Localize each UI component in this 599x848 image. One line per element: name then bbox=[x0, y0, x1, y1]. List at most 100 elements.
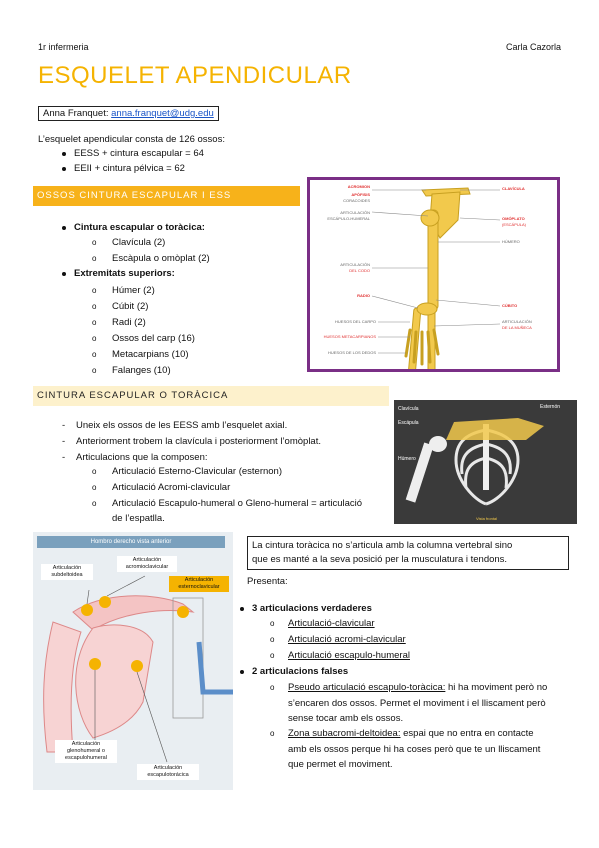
arm-label: HUESOS DE LOS DEDOS bbox=[327, 350, 376, 355]
true-articulation-item: Articulació escapulo-humeral bbox=[288, 650, 410, 661]
shoulder-label-scapulothoracic: Articulación escapulotorácica bbox=[137, 764, 199, 780]
label-line: escapulohumeral bbox=[65, 755, 107, 761]
list-item: Húmer (2) bbox=[112, 285, 155, 296]
circle-bullet-icon: o bbox=[92, 334, 97, 343]
arm-label-radio: RADIO bbox=[357, 293, 370, 298]
circle-bullet-icon: o bbox=[92, 254, 97, 263]
thorax-label: Húmero bbox=[398, 456, 416, 462]
arm-label: DEL CODO bbox=[349, 268, 370, 273]
false-item-text: hi ha moviment però no bbox=[445, 682, 548, 693]
list-item: Clavícula (2) bbox=[112, 237, 166, 248]
arm-label: (ESCÁPULA) bbox=[502, 222, 527, 227]
dash-item: Articulacions que la composen: bbox=[76, 452, 208, 463]
shoulder-figure: Hombro derecho vista anterior Articulaci… bbox=[33, 532, 233, 790]
label-line: Articulación bbox=[153, 765, 183, 771]
label-line: glenohumeral o bbox=[67, 748, 105, 754]
label-line: Articulación bbox=[132, 557, 162, 563]
false-articulations-heading: 2 articulacions falses bbox=[252, 666, 349, 677]
intro-text: L’esquelet apendicular consta de 126 oss… bbox=[38, 134, 225, 145]
dash-item: Anteriorment trobem la clavícula i poste… bbox=[76, 436, 321, 447]
circle-bullet-icon: o bbox=[92, 302, 97, 311]
label-line: escapulotorácica bbox=[147, 772, 189, 778]
circle-bullet-icon: o bbox=[92, 483, 97, 492]
false-item-text-line: que permet el moviment. bbox=[288, 759, 393, 770]
arm-label: ARTICULACIÓN bbox=[502, 319, 532, 324]
list-item: Falanges (10) bbox=[112, 365, 171, 376]
arm-label: HUESOS DEL CARPO bbox=[335, 319, 376, 324]
bullet-icon bbox=[62, 226, 66, 230]
dash-icon: - bbox=[62, 452, 66, 463]
thorax-label: Clavícula bbox=[398, 406, 419, 412]
label-line: Articulación bbox=[184, 577, 214, 583]
arm-label: ARTICULACIÓN bbox=[340, 262, 370, 267]
circle-bullet-icon: o bbox=[92, 467, 97, 476]
arm-skeleton-illustration bbox=[371, 187, 501, 369]
author-email-link[interactable]: anna.franquet@udg.edu bbox=[111, 108, 214, 119]
arm-label: CORACOIDES bbox=[343, 198, 370, 203]
circle-bullet-icon: o bbox=[92, 350, 97, 359]
circle-bullet-icon: o bbox=[92, 499, 97, 508]
list-item: Cúbit (2) bbox=[112, 301, 149, 312]
articulation-item: Articulació Acromi-clavicular bbox=[112, 482, 231, 493]
header-course: 1r infermeria bbox=[38, 42, 89, 52]
thorax-figure: Clavícula Escápula Esternón Húmero Vista… bbox=[394, 400, 577, 524]
presenta-label: Presenta: bbox=[247, 576, 288, 587]
false-item-title: Zona subacromi-deltoidea: bbox=[288, 728, 401, 739]
thorax-label: Esternón bbox=[540, 404, 561, 410]
dash-icon: - bbox=[62, 436, 66, 447]
true-articulation-item: Articulació acromi-clavicular bbox=[288, 634, 406, 645]
true-articulations-heading: 3 articulacions verdaderes bbox=[252, 603, 372, 614]
group-label: Extremitats superiors: bbox=[74, 268, 175, 279]
circle-bullet-icon: o bbox=[270, 729, 275, 738]
articulation-item: Articulació Escapulo-humeral o Gleno-hum… bbox=[112, 498, 363, 509]
false-item-text-line: s’encaren dos ossos. Permet el moviment … bbox=[288, 698, 546, 709]
author-box: Anna Franquet: anna.franquet@udg.edu bbox=[38, 106, 219, 121]
list-item: Ossos del carp (16) bbox=[112, 333, 195, 344]
ribcage-illustration bbox=[405, 418, 544, 506]
circle-bullet-icon: o bbox=[270, 651, 275, 660]
intro-item: EEII + cintura pélvica = 62 bbox=[74, 163, 185, 174]
arm-label: ESCÁPULO-HUMERAL bbox=[327, 216, 370, 221]
false-item-text-line: amb els ossos perque hi ha coses però qu… bbox=[288, 744, 541, 755]
shoulder-bones-illustration bbox=[43, 575, 233, 763]
arm-label-clavicula: CLAVÍCULA bbox=[502, 186, 525, 191]
bullet-icon bbox=[240, 607, 244, 611]
circle-bullet-icon: o bbox=[270, 619, 275, 628]
note-box: La cintura toràcica no s’articula amb la… bbox=[247, 536, 569, 570]
list-item: Escàpula o omòplat (2) bbox=[112, 253, 210, 264]
dash-icon: - bbox=[62, 420, 66, 431]
shoulder-figure-title: Hombro derecho vista anterior bbox=[37, 536, 225, 548]
arm-label: APÓFISIS bbox=[351, 192, 370, 197]
false-articulation-item: Zona subacromi-deltoidea: espai que no e… bbox=[288, 728, 534, 739]
note-line: La cintura toràcica no s’articula amb la… bbox=[252, 540, 513, 551]
author-name: Anna Franquet: bbox=[43, 108, 112, 119]
arm-label: DE LA MUÑECA bbox=[502, 325, 532, 330]
label-line: Articulación bbox=[52, 565, 82, 571]
arm-skeleton-figure: ACROMION APÓFISIS CORACOIDES ARTICULACIÓ… bbox=[307, 177, 560, 372]
section-heading-bones: OSSOS CINTURA ESCAPULAR I ESS bbox=[33, 186, 300, 206]
bullet-icon bbox=[62, 272, 66, 276]
shoulder-label-glenohumeral: Articulación glenohumeral o escapulohume… bbox=[55, 740, 117, 763]
arm-label: HUESOS METACARPIANOS bbox=[323, 334, 376, 339]
false-articulation-item: Pseudo articulació escapulo-toràcica: hi… bbox=[288, 682, 547, 693]
note-line: que es manté a la seva posició per la mu… bbox=[252, 554, 508, 565]
shoulder-label-subdeltoid: Articulación subdeltoidea bbox=[41, 564, 93, 580]
arm-label-acromion: ACROMION bbox=[347, 184, 370, 189]
circle-bullet-icon: o bbox=[92, 238, 97, 247]
true-articulation-item: Articulació-clavicular bbox=[288, 618, 375, 629]
articulation-item-cont: de l’espatlla. bbox=[112, 513, 165, 524]
dash-item: Uneix els ossos de les EESS amb l’esquel… bbox=[76, 420, 288, 431]
articulation-item: Articulació Esterno-Clavicular (esternon… bbox=[112, 466, 283, 477]
label-line: subdeltoidea bbox=[51, 572, 83, 578]
label-line: Articulación bbox=[71, 741, 101, 747]
shoulder-label-sternoclavicular: Articulación esternoclavicular bbox=[169, 576, 229, 592]
thorax-label: Vista frontal bbox=[476, 516, 498, 521]
circle-bullet-icon: o bbox=[92, 366, 97, 375]
circle-bullet-icon: o bbox=[270, 683, 275, 692]
circle-bullet-icon: o bbox=[92, 318, 97, 327]
bullet-icon bbox=[62, 167, 66, 171]
intro-item: EESS + cintura escapular = 64 bbox=[74, 148, 204, 159]
bullet-icon bbox=[240, 670, 244, 674]
circle-bullet-icon: o bbox=[92, 286, 97, 295]
false-item-title: Pseudo articulació escapulo-toràcica: bbox=[288, 682, 446, 693]
